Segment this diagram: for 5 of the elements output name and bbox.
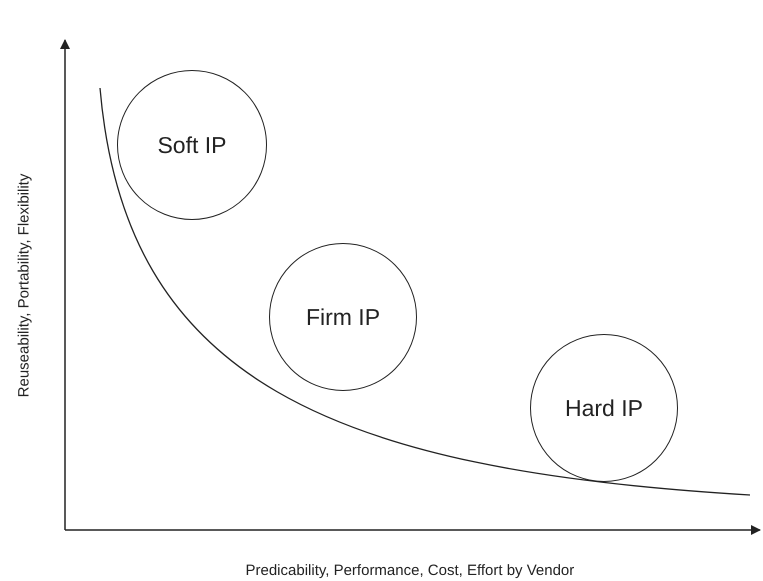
x-axis-title: Predicability, Performance, Cost, Effort by Vendor [246,562,574,578]
node-label: Hard IP [565,394,643,422]
node-label: Firm IP [306,304,380,330]
node-label: Soft IP [157,132,227,158]
y-axis-title: Reuseability, Portability, Flexibility [15,173,32,397]
